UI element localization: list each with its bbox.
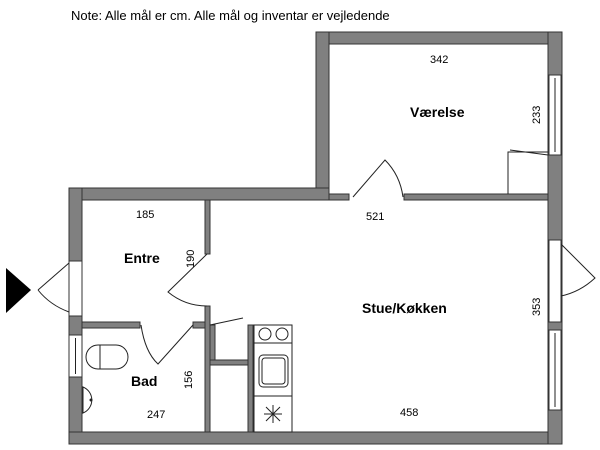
sink-icon xyxy=(82,386,93,414)
kitchen-sink-icon xyxy=(258,354,289,388)
plan-note: Note: Alle mål er cm. Alle mål og invent… xyxy=(71,8,390,23)
dim-bad-width: 247 xyxy=(147,409,165,421)
entrance-arrow-icon xyxy=(6,268,31,313)
dim-vaerelse-width: 342 xyxy=(430,54,448,66)
stove-icon xyxy=(264,405,282,423)
dim-stue-depth: 353 xyxy=(531,298,543,316)
room-label-entre: Entre xyxy=(124,250,160,266)
dim-vaerelse-depth: 233 xyxy=(531,106,543,124)
room-label-stue: Stue/Køkken xyxy=(362,300,447,316)
toilet-icon xyxy=(85,344,129,370)
dim-stue-width: 521 xyxy=(366,211,384,223)
entrance-door[interactable] xyxy=(68,260,83,317)
kitchen xyxy=(253,324,293,433)
dim-entre-width: 185 xyxy=(136,209,154,221)
dim-entre-depth: 190 xyxy=(185,250,197,268)
bathroom-fixtures xyxy=(82,344,129,414)
hob-icon xyxy=(258,327,272,341)
windows xyxy=(68,74,562,411)
room-label-bad: Bad xyxy=(131,373,157,389)
dim-stue-width-bottom: 458 xyxy=(400,407,418,419)
dim-bad-depth: 156 xyxy=(183,371,195,389)
room-label-vaerelse: Værelse xyxy=(410,104,465,120)
doors xyxy=(37,149,596,365)
